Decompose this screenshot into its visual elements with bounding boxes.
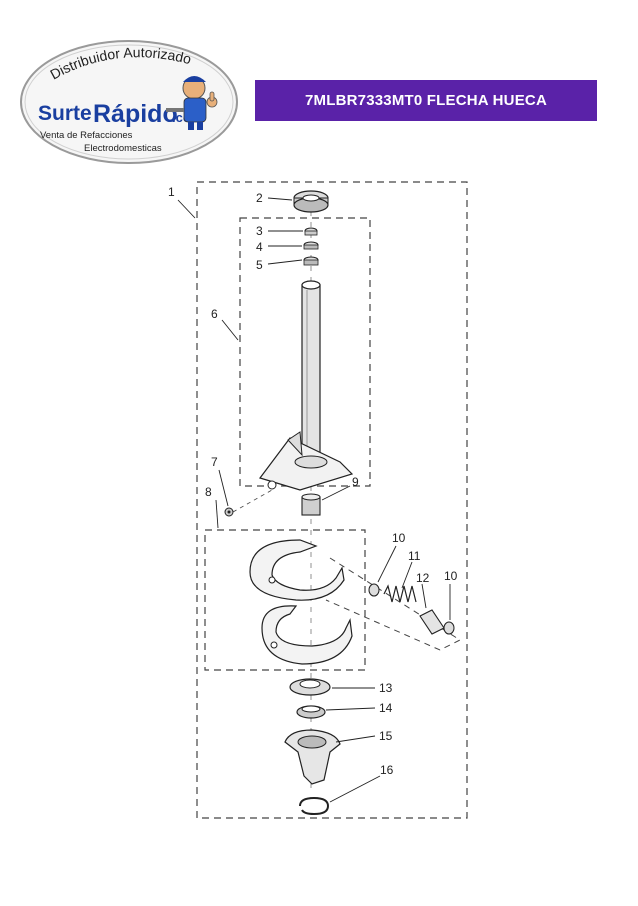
callout-8: 8 xyxy=(205,485,212,499)
part-cap-10b xyxy=(443,621,455,635)
assembly-outline-1 xyxy=(196,181,468,819)
callout-15: 15 xyxy=(379,729,393,743)
callout-9: 9 xyxy=(352,475,359,489)
logo-brand-right: Rápido xyxy=(93,100,178,128)
logo-graphic: Distribuidor Autorizado Surte Rápido .co… xyxy=(20,40,238,164)
callout-11: 11 xyxy=(408,549,421,563)
part-pin-12 xyxy=(419,609,445,635)
callout-3: 3 xyxy=(256,224,263,238)
logo-tagline-1: Venta de Refacciones xyxy=(40,130,133,141)
part-brake-upper xyxy=(249,539,345,601)
callout-leaders xyxy=(177,197,451,803)
callout-5: 5 xyxy=(256,258,263,272)
callout-1: 1 xyxy=(168,185,175,199)
assembly-outline-8 xyxy=(204,529,366,671)
part-ring-4 xyxy=(303,241,319,250)
part-cap-10a xyxy=(368,583,380,597)
part-bearing-2 xyxy=(293,190,329,213)
part-ring-13 xyxy=(289,678,331,696)
part-ring-14 xyxy=(296,705,326,719)
part-hub-15 xyxy=(284,729,341,785)
part-coupling-9 xyxy=(301,493,321,516)
part-ring-16 xyxy=(299,796,330,816)
logo-brand-left: Surte xyxy=(38,102,92,125)
part-hollow-shaft-6 xyxy=(259,280,354,491)
part-screw-7 xyxy=(224,507,234,517)
callout-16: 16 xyxy=(380,763,394,777)
part-spring-11 xyxy=(383,584,417,603)
callout-12: 12 xyxy=(416,571,430,585)
callout-4: 4 xyxy=(256,240,263,254)
distributor-logo: Distribuidor Autorizado Surte Rápido .co… xyxy=(18,38,240,166)
logo-tagline-2: Electrodomesticas xyxy=(84,143,162,154)
page-title: 7MLBR7333MT0 FLECHA HUECA xyxy=(255,80,597,121)
callout-6: 6 xyxy=(211,307,218,321)
callout-14: 14 xyxy=(379,701,393,715)
part-ring-3 xyxy=(304,227,318,236)
callout-2: 2 xyxy=(256,191,263,205)
callout-7: 7 xyxy=(211,455,218,469)
part-brake-lower xyxy=(261,605,353,665)
callout-10b: 10 xyxy=(444,569,458,583)
callout-13: 13 xyxy=(379,681,393,695)
callout-10a: 10 xyxy=(392,531,406,545)
part-ring-5 xyxy=(303,256,319,266)
mascot-icon xyxy=(166,76,218,130)
